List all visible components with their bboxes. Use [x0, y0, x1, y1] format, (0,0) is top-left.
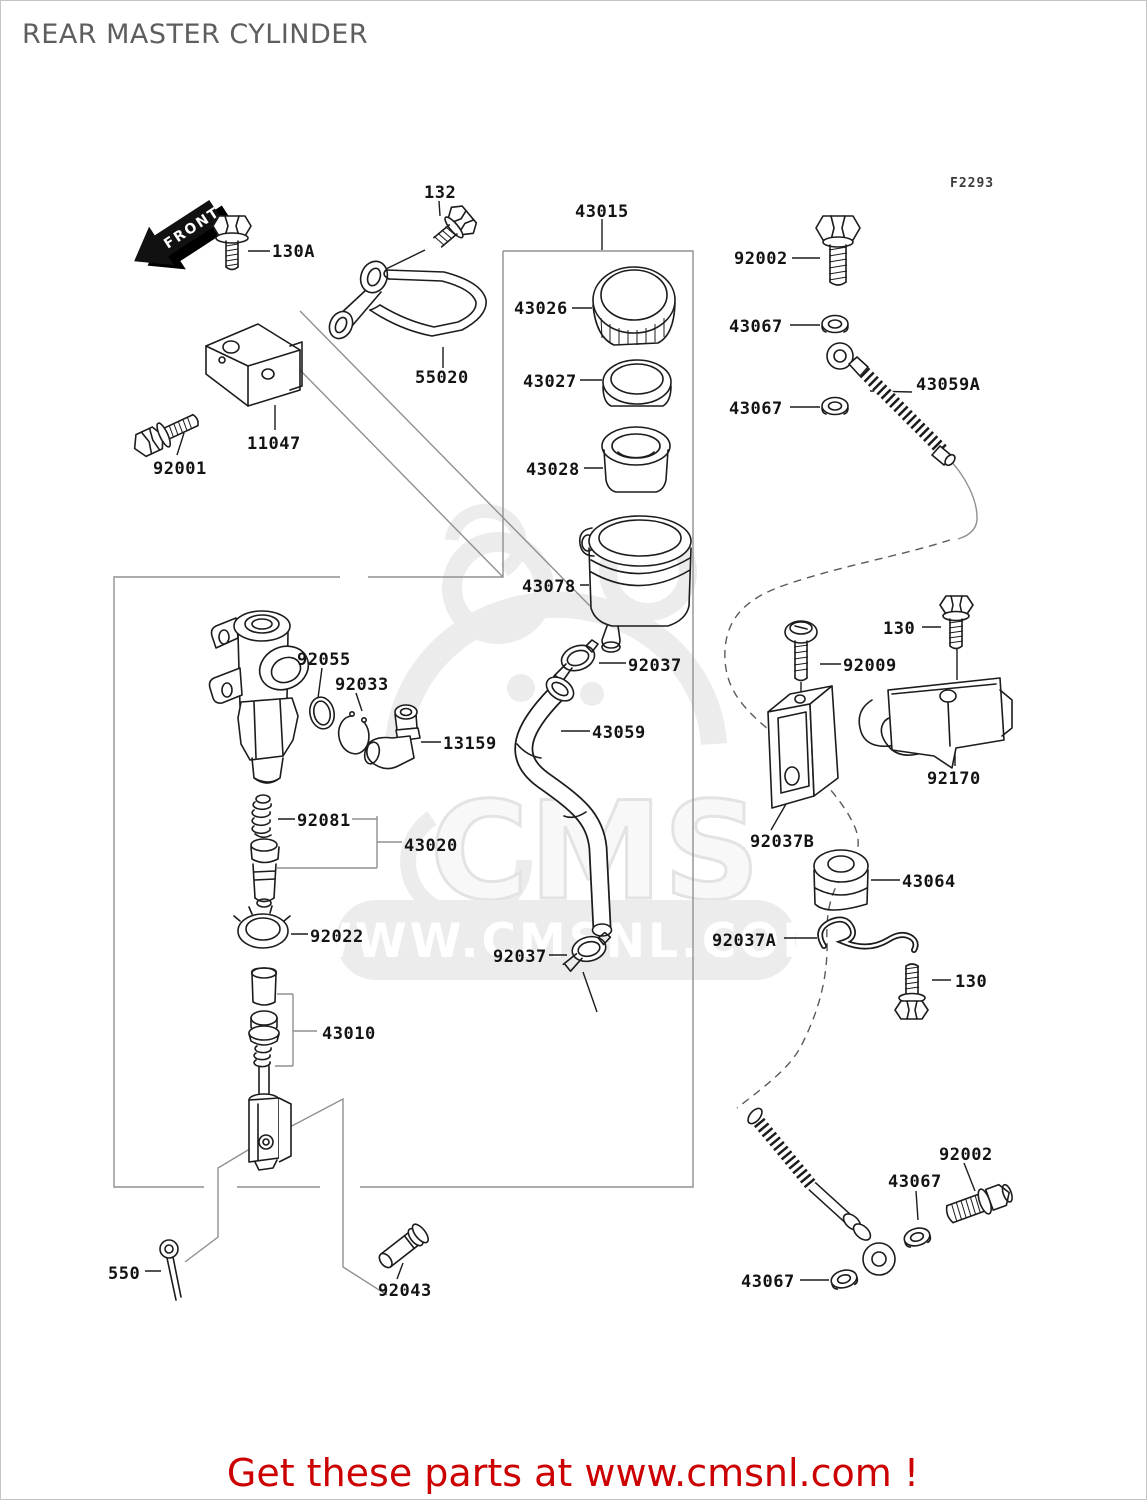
part-label-130-top: 130	[883, 619, 915, 639]
part-label-92081: 92081	[297, 811, 351, 831]
part-label-43078: 43078	[522, 577, 576, 597]
part-label-43064: 43064	[902, 872, 956, 892]
part-label-43067-2: 43067	[729, 399, 783, 419]
grommet-43064	[813, 849, 869, 911]
part-label-92001: 92001	[153, 459, 207, 479]
part-label-43067-4: 43067	[741, 1272, 795, 1292]
watermark-url-text: WWW.CMSNL.COM	[300, 914, 832, 969]
part-label-92037b: 92037B	[750, 832, 814, 852]
part-label-130-bottom: 130	[955, 972, 987, 992]
part-label-92033: 92033	[335, 675, 389, 695]
washer-43067-1	[821, 314, 849, 334]
bolt-130-bottom	[894, 963, 929, 1020]
part-label-92022: 92022	[310, 927, 364, 947]
master-cylinder-body	[208, 610, 310, 784]
joint-55020	[328, 260, 487, 340]
clevis-pin-92043	[378, 1223, 429, 1269]
part-label-92037-2: 92037	[493, 947, 547, 967]
part-label-43015: 43015	[575, 202, 629, 222]
hose-clamp-92037-lower	[562, 931, 612, 972]
o-ring-92055	[308, 696, 336, 730]
part-label-43059: 43059	[592, 723, 646, 743]
hose-routing-dashed	[724, 539, 951, 1109]
part-label-13159: 13159	[443, 734, 497, 754]
page-title: REAR MASTER CYLINDER	[22, 19, 368, 50]
part-label-43028: 43028	[526, 460, 580, 480]
bolt-92002-top	[815, 215, 861, 286]
bolt-130-top	[939, 595, 974, 650]
wire-clip-92037a	[817, 916, 919, 953]
part-label-92055: 92055	[297, 650, 351, 670]
washer-43067-2	[821, 396, 849, 416]
elbow-fitting-13159	[363, 704, 421, 770]
part-label-55020: 55020	[415, 368, 469, 388]
diaphragm-plate-43027	[602, 359, 672, 407]
bolt-92001	[133, 413, 199, 458]
part-label-43067-1: 43067	[729, 317, 783, 337]
oil-bolt-43020	[250, 838, 280, 908]
reservoir-43078	[578, 515, 692, 653]
bolt-132	[433, 205, 478, 248]
screw-92009	[784, 620, 818, 682]
washer-43067-3	[903, 1227, 932, 1248]
bolt-92002-bottom	[945, 1183, 1013, 1224]
part-label-11047: 11047	[247, 434, 301, 454]
part-label-92037a: 92037A	[712, 931, 776, 951]
part-label-550: 550	[108, 1264, 140, 1284]
part-label-92170: 92170	[927, 769, 981, 789]
part-label-92002-bottom: 92002	[939, 1145, 993, 1165]
part-label-130a: 130A	[272, 242, 315, 262]
part-label-92043: 92043	[378, 1281, 432, 1301]
cms-watermark: CMS WWW.CMSNL.COM	[300, 503, 832, 980]
part-label-132: 132	[424, 183, 456, 203]
brake-hose-lower	[747, 1107, 896, 1276]
diaphragm-43028	[601, 426, 671, 493]
part-label-43027: 43027	[523, 372, 577, 392]
bracket-11047	[205, 323, 303, 407]
part-label-43010: 43010	[322, 1024, 376, 1044]
snap-ring-92033	[337, 710, 370, 755]
label-leader-lines	[145, 200, 976, 1281]
part-label-43026: 43026	[514, 299, 568, 319]
part-label-43020: 43020	[404, 836, 458, 856]
bolt-130a	[212, 215, 252, 271]
washer-43067-4	[830, 1269, 859, 1290]
snap-ring-92022	[233, 905, 291, 949]
reservoir-cap-43026	[592, 266, 676, 346]
part-label-43059a: 43059A	[916, 375, 980, 395]
part-label-92009: 92009	[843, 656, 897, 676]
footer-promo-text: Get these parts at www.cmsnl.com !	[227, 1451, 919, 1495]
figure-code: F2293	[950, 176, 994, 191]
reference-boxes	[113, 250, 978, 1296]
part-label-43067-3: 43067	[888, 1172, 942, 1192]
hose-clamp-92037-upper	[553, 639, 599, 683]
part-label-92002-top: 92002	[734, 249, 788, 269]
hose-43059	[514, 676, 613, 937]
cotter-pin-550	[159, 1239, 182, 1301]
part-label-92037-1: 92037	[628, 656, 682, 676]
part-labels: 132 43015 130A 92002 43067 43067 43059A 92001 11…	[108, 183, 993, 1301]
push-rod-43010	[248, 967, 292, 1171]
bracket-92170	[858, 677, 1013, 769]
brake-hose-43059a	[826, 342, 956, 467]
spring-92081	[251, 794, 272, 839]
bracket-92037b	[767, 685, 839, 809]
